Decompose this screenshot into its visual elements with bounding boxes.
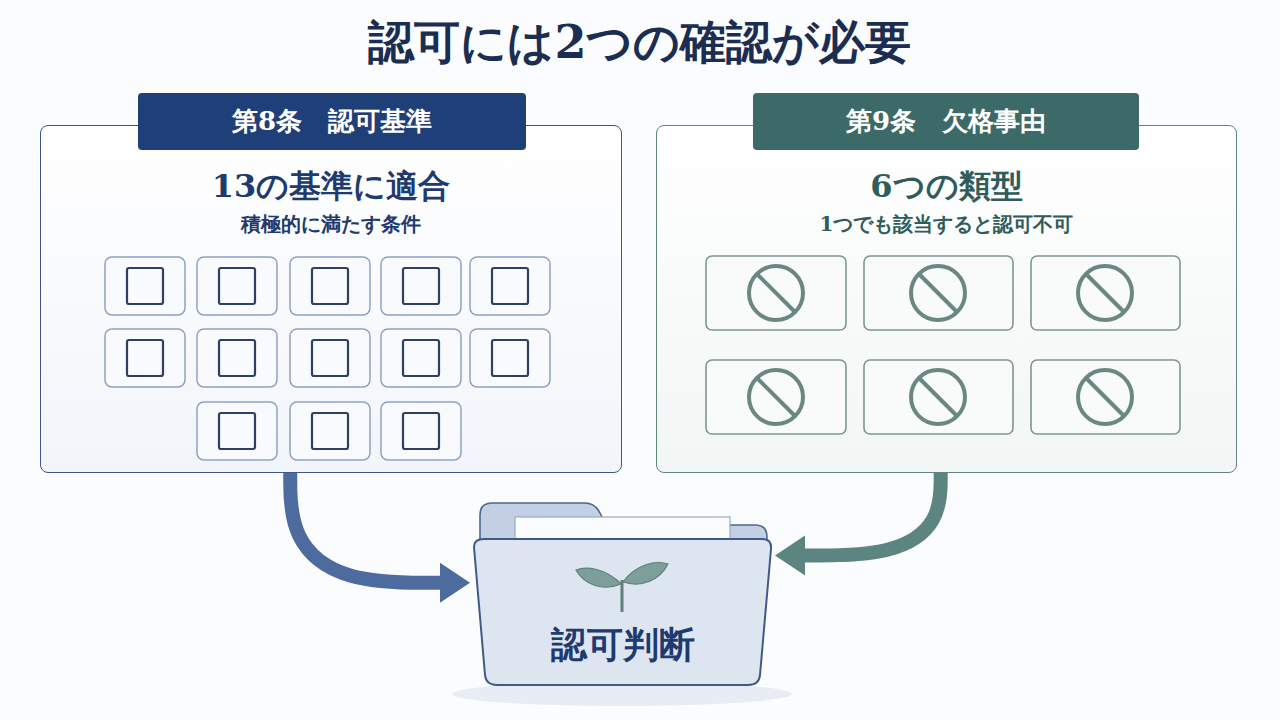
article-panel: 第8条 認可基準13の基準に適合積極的に満たす条件 xyxy=(40,125,622,473)
article-tab: 第9条 欠格事由 xyxy=(753,93,1139,150)
diagram-title: 認可には2つの確認が必要 xyxy=(0,12,1280,72)
panel-subheading: 1つでも該当すると認可不可 xyxy=(657,210,1236,238)
flow-arrow xyxy=(290,473,440,583)
article-tab: 第8条 認可基準 xyxy=(138,93,526,150)
decision-label: 認可判断 xyxy=(470,621,775,667)
decision-folder: 認可判断 xyxy=(470,495,775,690)
panel-subheading: 積極的に満たす条件 xyxy=(41,210,621,238)
panel-heading: 13の基準に適合 xyxy=(41,164,621,208)
article-panel: 第9条 欠格事由6つの類型1つでも該当すると認可不可 xyxy=(656,125,1237,473)
flow-arrow xyxy=(805,473,941,555)
panel-heading: 6つの類型 xyxy=(657,164,1236,208)
